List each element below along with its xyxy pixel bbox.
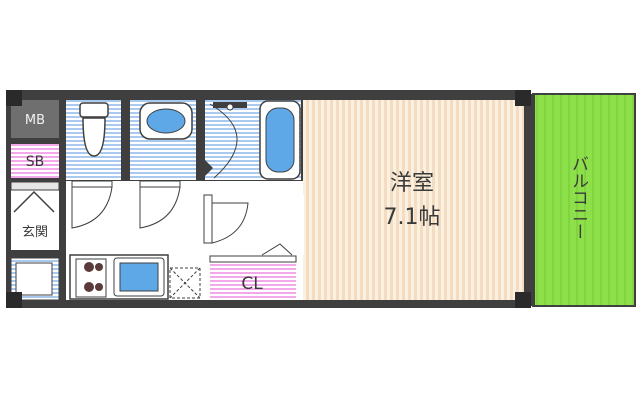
- closet-label: CL: [241, 274, 263, 294]
- kitchen: [69, 254, 201, 300]
- entrance-label: 玄関: [22, 225, 48, 240]
- pillars: [6, 90, 531, 308]
- bathtub-icon: [259, 100, 301, 180]
- entrance: 玄関: [10, 181, 60, 250]
- mb-box: MB: [11, 100, 59, 138]
- western-room-label: 洋室: [390, 171, 434, 196]
- sb-box: SB: [11, 144, 59, 178]
- wash-basin-icon: [139, 102, 193, 140]
- interior-doors: [71, 180, 249, 244]
- service-column: MB SB 玄関: [10, 100, 60, 301]
- closet-door-marks: [261, 243, 293, 256]
- balcony: バルコニー: [531, 93, 636, 307]
- bath-door-arc: [209, 103, 238, 179]
- entrance-door-arc: [13, 190, 55, 213]
- western-room: 洋室 7.1帖: [303, 100, 524, 300]
- balcony-label: バルコニー: [568, 155, 588, 240]
- bathroom: [205, 100, 301, 180]
- kitchen-sink-icon: [113, 257, 165, 297]
- toilet-icon: [79, 102, 109, 157]
- sb-label: SB: [26, 154, 45, 170]
- fridge-space-icon: [169, 267, 201, 299]
- washroom: [130, 100, 196, 180]
- western-room-size: 7.1帖: [384, 205, 441, 230]
- drain-icon: [205, 160, 213, 176]
- shower-icon: [213, 102, 247, 111]
- stove-icon: [75, 258, 107, 298]
- mb-label: MB: [25, 113, 45, 128]
- toilet-room: [66, 100, 121, 180]
- closet: CL: [209, 243, 297, 300]
